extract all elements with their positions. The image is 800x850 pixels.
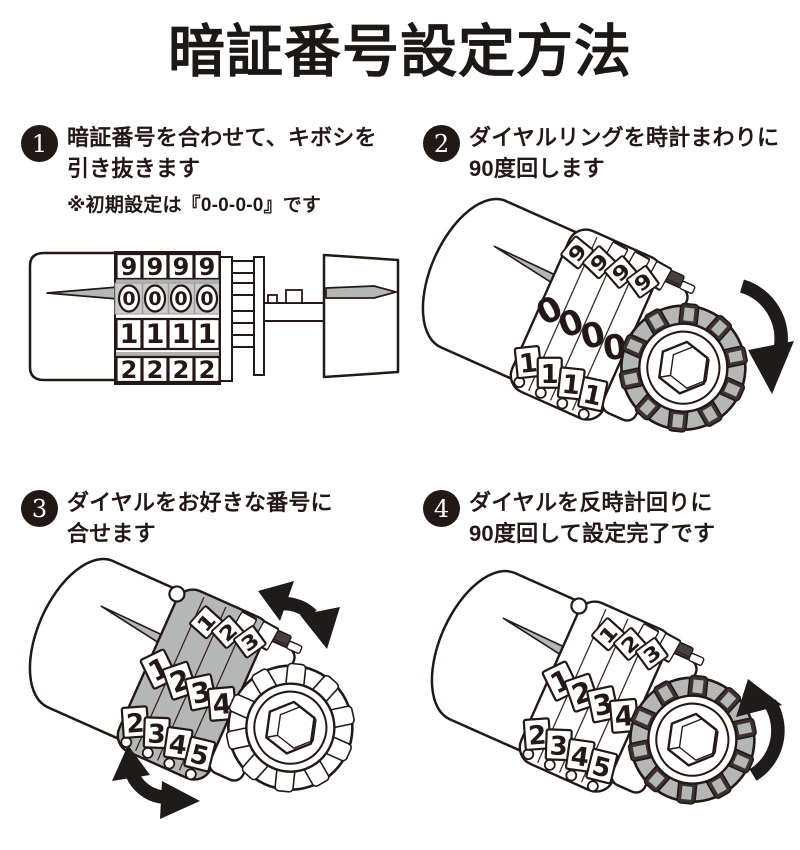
svg-text:3: 3 [147, 719, 166, 750]
wheel-row-top: 9 9 9 9 [560, 235, 673, 299]
step1-illustration: 9 9 9 9 0 0 0 0 [28, 251, 400, 385]
wheel-row-top: 1 2 3 [591, 617, 682, 671]
lock-body-left [28, 251, 120, 382]
step1-line2: 引き抜きます [67, 156, 201, 182]
dial-block: 9 9 9 9 0 0 0 0 [114, 251, 221, 385]
step4-line1: ダイヤルを反時計回りに [469, 490, 713, 515]
spin-arrow-bottom [112, 745, 200, 819]
counterclockwise-arrow [736, 679, 785, 781]
svg-text:1: 1 [120, 319, 139, 350]
svg-text:9: 9 [147, 253, 164, 281]
svg-text:9: 9 [173, 253, 190, 281]
svg-text:4: 4 [167, 729, 189, 761]
step4-number-badge: 4 [423, 490, 460, 527]
svg-text:0: 0 [200, 288, 213, 310]
step1-line1: 暗証番号を合わせて、キボシを [67, 125, 377, 150]
step3-line2: 合せます [67, 521, 156, 547]
dial-row-2222: 2 2 2 2 [115, 355, 221, 384]
svg-text:2: 2 [199, 356, 216, 384]
svg-text:0: 0 [148, 288, 161, 310]
wheel-top-zero [168, 585, 186, 603]
page-title: 暗証番号設定方法 [168, 20, 632, 84]
step3-number-badge: 3 [21, 490, 58, 527]
wheel-row-bottom: 2 3 4 5 [522, 717, 619, 785]
step4-instruction: ダイヤルを反時計回りに 90度回して設定完了です [469, 487, 715, 549]
svg-text:1: 1 [172, 319, 191, 350]
step3-instruction: ダイヤルをお好きな番号に 合せます [67, 487, 333, 549]
step4-illustration: 1 2 3 1 2 3 4 2 3 4 5 [406, 547, 785, 826]
svg-text:1: 1 [198, 319, 217, 350]
svg-text:1: 1 [541, 360, 559, 390]
svg-text:2: 2 [527, 720, 547, 751]
wheel-row-top: 1 2 3 [189, 605, 280, 659]
dial-row-9999: 9 9 9 9 [115, 252, 221, 281]
svg-text:2: 2 [121, 356, 138, 384]
lock-3d: 9 9 9 9 0 0 0 0 1 1 1 1 [397, 175, 770, 454]
lock-body-right-cap [322, 253, 400, 379]
wheel-row-bottom: 1 1 1 1 [513, 345, 609, 413]
step2-line1: ダイヤルリングを時計まわりに [469, 125, 780, 150]
svg-text:1: 1 [580, 380, 604, 413]
lock-3d: 1 2 3 1 2 3 4 2 3 4 5 [406, 547, 779, 826]
step3-illustration: 1 2 3 1 2 3 4 2 3 4 5 [4, 535, 377, 819]
svg-text:9: 9 [121, 253, 138, 281]
step2-number-badge: 2 [423, 125, 460, 162]
step1-instruction: 暗証番号を合わせて、キボシを 引き抜きます [67, 122, 377, 184]
step2-line2: 90度回します [469, 156, 605, 182]
ratchet-mechanism [219, 256, 325, 382]
svg-text:9: 9 [199, 253, 216, 281]
lock-3d: 1 2 3 1 2 3 4 2 3 4 5 [4, 535, 377, 814]
step2-illustration: 9 9 9 9 0 0 0 0 1 1 1 1 [397, 175, 794, 454]
svg-text:2: 2 [125, 708, 145, 739]
step1-number-badge: 1 [21, 125, 58, 162]
step2-instruction: ダイヤルリングを時計まわりに 90度回します [469, 122, 779, 184]
svg-text:1: 1 [560, 370, 581, 402]
wheel-top-zero [570, 597, 588, 615]
svg-text:1: 1 [518, 348, 539, 380]
svg-text:4: 4 [613, 699, 635, 734]
svg-text:1: 1 [146, 319, 165, 350]
svg-text:2: 2 [173, 356, 190, 384]
clockwise-arrow [739, 279, 794, 394]
svg-text:0: 0 [122, 288, 135, 310]
svg-text:4: 4 [569, 741, 591, 773]
step4-line2: 90度回して設定完了です [469, 521, 716, 547]
spin-arrow-top [258, 581, 340, 649]
svg-text:4: 4 [211, 687, 233, 722]
wheel-row-bottom: 2 3 4 5 [120, 705, 217, 773]
key-pin-tip [325, 285, 397, 299]
svg-text:2: 2 [147, 356, 164, 384]
svg-text:3: 3 [549, 731, 568, 762]
step3-line1: ダイヤルをお好きな番号に [67, 490, 333, 515]
step1-note: ※初期設定は『0-0-0-0』です [67, 195, 322, 216]
dial-row-0000-highlighted: 0 0 0 0 [114, 282, 221, 315]
svg-text:0: 0 [174, 288, 187, 310]
dial-row-1111: 1 1 1 1 [115, 317, 221, 351]
